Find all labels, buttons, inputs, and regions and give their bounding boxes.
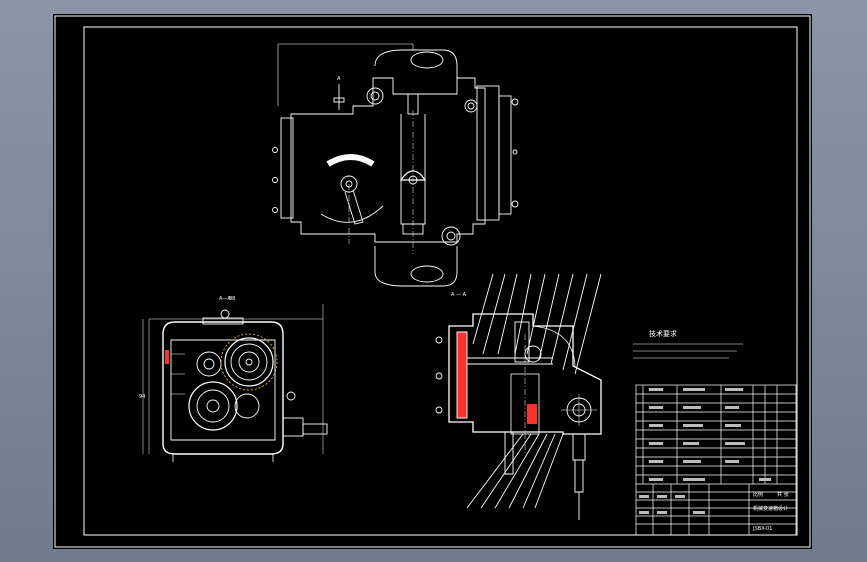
outer-frame (54, 15, 811, 548)
parts-list-marks (639, 388, 771, 514)
technical-notes: 技术要求 (633, 329, 743, 359)
section-label: A—A (219, 296, 231, 302)
svg-text:A — A: A — A (451, 292, 467, 298)
drawing-name: 机械变速箱设计 (753, 505, 788, 512)
crosshair-icon (561, 394, 597, 426)
height-dimension: 94 (139, 394, 145, 400)
cad-drawing-viewport[interactable]: A A—A 88 94 A — A (53, 14, 812, 549)
scale-label: 比例 (753, 491, 763, 498)
section-arrow-label: A (337, 76, 341, 82)
front-view: A (272, 43, 519, 287)
width-dimension: 88 (229, 296, 235, 302)
notes-heading: 技术要求 (649, 329, 677, 338)
parts-list (635, 384, 797, 536)
inner-frame (83, 26, 798, 536)
gear-icon (220, 333, 278, 391)
side-view: A—A 88 94 (139, 296, 328, 462)
drawing-number: JSBX-01 (752, 526, 772, 532)
section-view: A — A (435, 273, 602, 520)
sheet-label: 共 张 (777, 491, 789, 498)
drawing-sheet: A A—A 88 94 A — A (54, 15, 811, 548)
